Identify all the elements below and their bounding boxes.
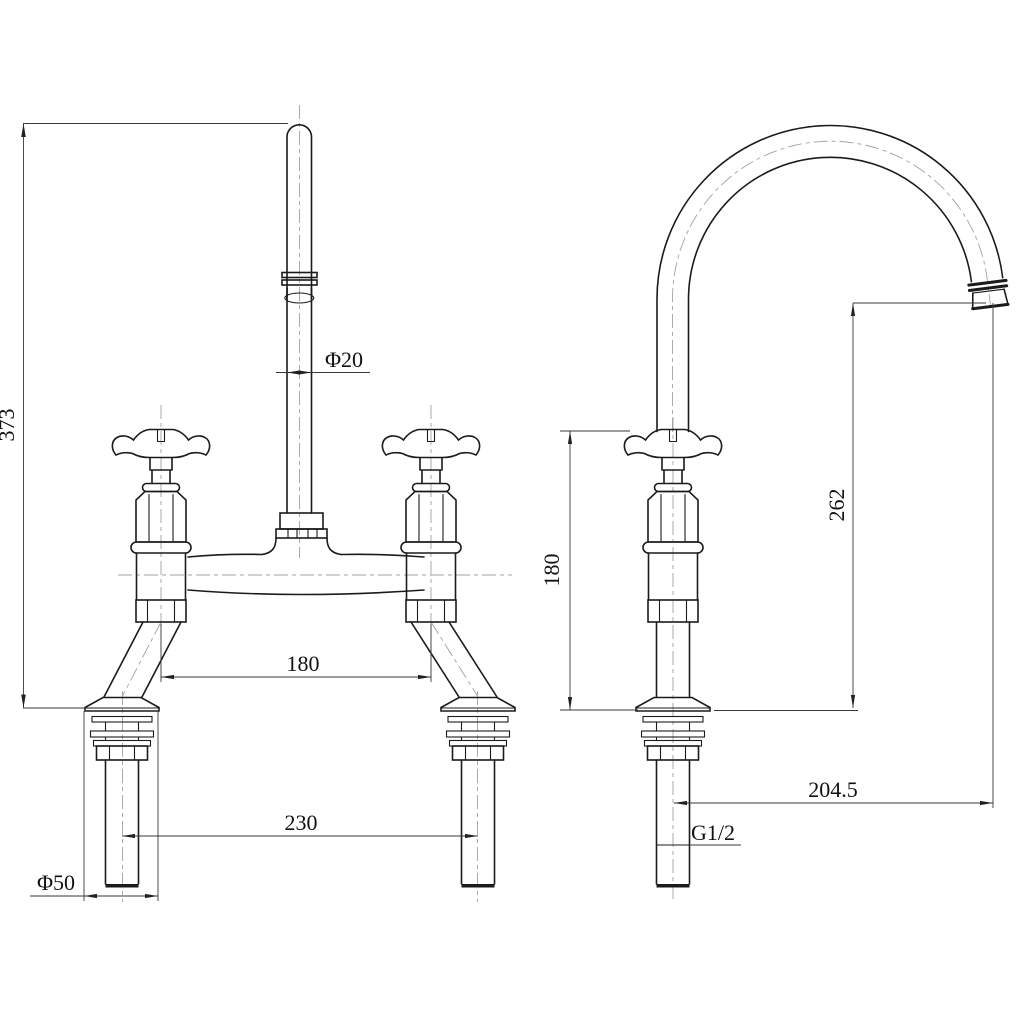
left-base <box>84 696 160 889</box>
dim-text-base-diameter: Φ50 <box>37 870 75 895</box>
dim-base-diameter: Φ50 <box>30 711 159 901</box>
side-view <box>623 124 1010 889</box>
dim-text-overall-height: 373 <box>0 409 19 442</box>
dim-inlet-centres: 230 <box>122 810 478 839</box>
dim-spout-outlet-height: 262 <box>714 302 986 711</box>
front-view <box>84 124 516 889</box>
dim-text-inlet-thread: G1/2 <box>691 820 735 845</box>
dimensions: 373 Φ20 180 230 Φ50 <box>0 123 994 901</box>
dim-overall-height: 373 <box>0 123 288 709</box>
dim-handle-centres: 180 <box>160 624 432 682</box>
gooseneck-spout <box>656 124 1010 433</box>
centerlines <box>118 105 991 902</box>
right-base <box>440 696 516 889</box>
dim-text-spout-diameter: Φ20 <box>325 347 363 372</box>
dim-text-side-body-height: 180 <box>539 554 564 587</box>
dim-spout-reach: 204.5 <box>674 303 994 808</box>
dim-text-spout-outlet-height: 262 <box>824 489 849 522</box>
bridge-bar <box>187 553 425 596</box>
front-legs <box>103 621 498 698</box>
side-leg <box>655 621 691 698</box>
dim-text-handle-centres: 180 <box>287 651 320 676</box>
dim-inlet-thread: G1/2 <box>689 820 741 846</box>
dim-spout-diameter: Φ20 <box>276 347 370 375</box>
dim-text-spout-reach: 204.5 <box>808 777 858 802</box>
dim-side-body-height: 180 <box>539 430 638 711</box>
dim-text-inlet-centres: 230 <box>285 810 318 835</box>
front-spout <box>261 124 342 556</box>
